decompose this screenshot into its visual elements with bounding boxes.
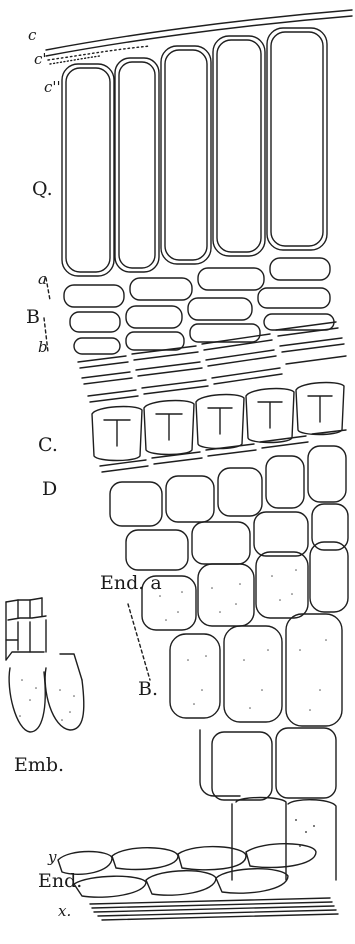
endosperm-strip bbox=[58, 844, 338, 920]
label-c: c bbox=[28, 28, 36, 43]
label-b-lower: b bbox=[38, 340, 48, 355]
hourglass-layer-b bbox=[64, 258, 346, 402]
label-emb: Emb. bbox=[14, 756, 64, 775]
label-c-double-prime: c'' bbox=[44, 80, 61, 95]
label-x: x. bbox=[58, 904, 71, 919]
label-d: D bbox=[42, 480, 57, 499]
label-a-top: a bbox=[38, 272, 47, 287]
layer-d-cells bbox=[110, 446, 348, 570]
label-c-layer: C. bbox=[38, 436, 58, 455]
label-end: End. bbox=[38, 872, 82, 891]
endosperm-lower-cells bbox=[200, 728, 336, 880]
stipple-dots bbox=[19, 569, 327, 847]
label-b-endosperm: B. bbox=[138, 680, 158, 699]
label-b: B bbox=[26, 308, 40, 327]
embryo-section bbox=[6, 598, 84, 732]
label-end-a: End. a bbox=[100, 574, 162, 593]
label-c-prime: c' bbox=[34, 52, 47, 67]
cuticle-layer-c bbox=[46, 10, 352, 64]
label-q: Q. bbox=[32, 180, 53, 199]
palisade-cell-layer-q bbox=[62, 28, 327, 276]
label-y: y bbox=[48, 850, 56, 865]
